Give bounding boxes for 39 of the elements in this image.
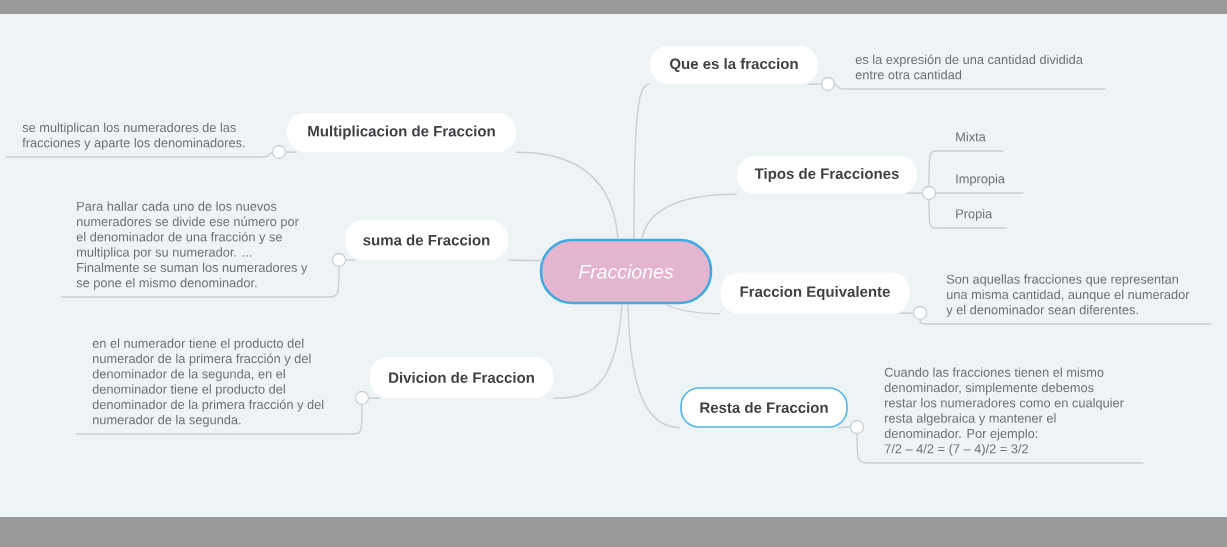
branch-line bbox=[507, 259, 544, 262]
topic-pill: Fraccion Equivalente bbox=[720, 272, 910, 314]
underlined-text: es la expresión de una cantidad dividida entre otra cantidad bbox=[844, 54, 1107, 90]
branch-line bbox=[928, 150, 939, 187]
branch-line bbox=[349, 404, 363, 435]
branch-line bbox=[368, 397, 381, 399]
branch-line bbox=[261, 151, 273, 158]
topic-pill: Que es la fraccion bbox=[650, 46, 818, 84]
branch-line bbox=[633, 83, 651, 240]
underlined-text: Mixta bbox=[937, 131, 1005, 152]
topic-pill: Resta de Fraccion bbox=[680, 387, 848, 428]
underlined-text: en el numerador tiene el producto del numerador de la primera fracción y del denominador de la segunda, en el denominador tiene el producto del denominador de la primera fracción y del numerador de la segunda. bbox=[75, 338, 352, 435]
branch-line bbox=[899, 312, 914, 314]
branch-line bbox=[906, 192, 923, 194]
underlined-text: Son aquellas fracciones que representan una misma cantidad, aunque el numerador y el denominador sean diferentes. bbox=[934, 274, 1213, 325]
underlined-text: Para hallar cada uno de los nuevos numeradores se divide ese número por el denominador de una fracción y se multiplica por su numerador. ... Finalmente se suman los numeradores y se pone el mismo denominador. bbox=[60, 201, 327, 298]
branch-line bbox=[641, 193, 738, 240]
branch-line bbox=[324, 266, 340, 298]
branch-line bbox=[807, 83, 822, 85]
branch-line bbox=[345, 259, 356, 261]
branch-line bbox=[928, 199, 939, 229]
topic-pill: Divicion de Fraccion bbox=[370, 357, 553, 398]
topic-pill: Tipos de Fracciones bbox=[737, 156, 917, 194]
underlined-text: Impropia bbox=[939, 173, 1025, 194]
branch-line bbox=[627, 303, 681, 429]
underlined-text: Propia bbox=[937, 208, 1009, 229]
topic-pill: Multiplicacion de Fraccion bbox=[287, 113, 516, 152]
branch-line bbox=[837, 426, 851, 429]
branch-line bbox=[515, 151, 619, 240]
branch-line bbox=[285, 151, 298, 153]
topic-pill: suma de Fraccion bbox=[345, 220, 508, 260]
branch-line bbox=[834, 83, 846, 90]
underlined-text: Cuando las fracciones tienen el mismo denominador, simplemente debemos restar los numeradores como en cualquier resta algebraica y mantener el denominador. Por ejemplo: 7/2 – 4/2 = (7 – 4)/2 = 3/2 bbox=[871, 367, 1145, 464]
underlined-text: se multiplican los numeradores de las fracciones y aparte los denominadores. bbox=[5, 122, 264, 158]
branch-line bbox=[665, 303, 721, 315]
branch-line bbox=[552, 303, 623, 399]
branch-line bbox=[919, 319, 936, 325]
central-topic: Fracciones bbox=[539, 238, 713, 305]
branch-line bbox=[856, 433, 873, 464]
